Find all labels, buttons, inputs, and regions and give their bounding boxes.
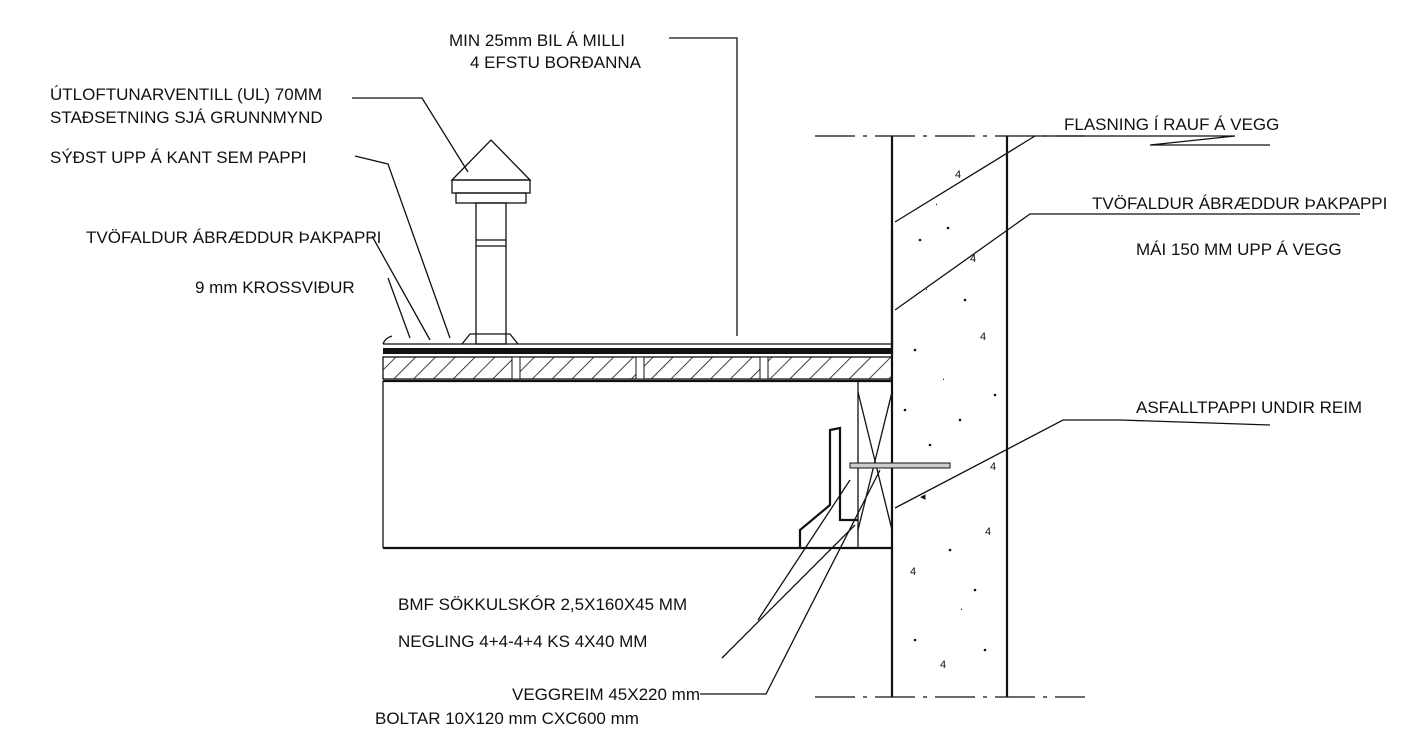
svg-text:.: . bbox=[942, 371, 945, 383]
concrete-wall: 4.4 .4. 4◂4 4.4 bbox=[815, 135, 1085, 698]
concrete-aggregate-marks: 4.4 .4. 4◂4 4.4 bbox=[903, 169, 997, 671]
label-double-right-1: TVÖFALDUR ÁBRÆDDUR ÞAKPAPPI bbox=[1092, 194, 1387, 213]
label-bolts: BOLTAR 10X120 mm CXC600 mm bbox=[375, 709, 639, 728]
label-bmf: BMF SÖKKULSKÓR 2,5X160X45 MM bbox=[398, 595, 687, 614]
roof-section bbox=[382, 230, 894, 550]
label-sydst: SÝÐST UPP Á KANT SEM PAPPI bbox=[50, 148, 307, 167]
label-plywood: 9 mm KROSSVIÐUR bbox=[195, 278, 355, 297]
svg-text:4: 4 bbox=[980, 331, 986, 343]
label-nailing: NEGLING 4+4-4+4 KS 4X40 MM bbox=[398, 632, 647, 651]
leader-lines bbox=[352, 37, 1360, 695]
label-flashing: FLASNING Í RAUF Á VEGG bbox=[1064, 115, 1279, 134]
svg-text:4: 4 bbox=[985, 526, 991, 538]
vent-icon bbox=[450, 139, 532, 345]
svg-text:.: . bbox=[960, 601, 963, 613]
label-min-gap-2: 4 EFSTU BORÐANNA bbox=[470, 53, 642, 72]
svg-text:4: 4 bbox=[970, 253, 976, 265]
label-wall-plate: VEGGREIM 45X220 mm bbox=[512, 685, 700, 704]
svg-text:◂: ◂ bbox=[920, 491, 926, 503]
svg-text:4: 4 bbox=[955, 169, 961, 181]
wall-plate-assembly bbox=[798, 380, 951, 549]
svg-text:.: . bbox=[935, 196, 938, 208]
label-double-left: TVÖFALDUR ÁBRÆDDUR ÞAKPAPPI bbox=[86, 228, 381, 247]
label-double-right-2: MÁI 150 MM UPP Á VEGG bbox=[1136, 240, 1342, 259]
label-min-gap-1: MIN 25mm BIL Á MILLI bbox=[449, 31, 625, 50]
roof-membrane bbox=[383, 348, 892, 354]
annotation-labels: MIN 25mm BIL Á MILLI 4 EFSTU BORÐANNA ÚT… bbox=[50, 31, 1387, 728]
label-vent-2: STAÐSETNING SJÁ GRUNNMYND bbox=[50, 108, 323, 127]
svg-text:4: 4 bbox=[940, 659, 946, 671]
svg-text:4: 4 bbox=[910, 566, 916, 578]
svg-text:4: 4 bbox=[990, 461, 996, 473]
label-vent-1: ÚTLOFTUNARVENTILL (UL) 70MM bbox=[50, 85, 322, 104]
label-asphalt: ASFALLTPAPPI UNDIR REIM bbox=[1136, 398, 1362, 417]
